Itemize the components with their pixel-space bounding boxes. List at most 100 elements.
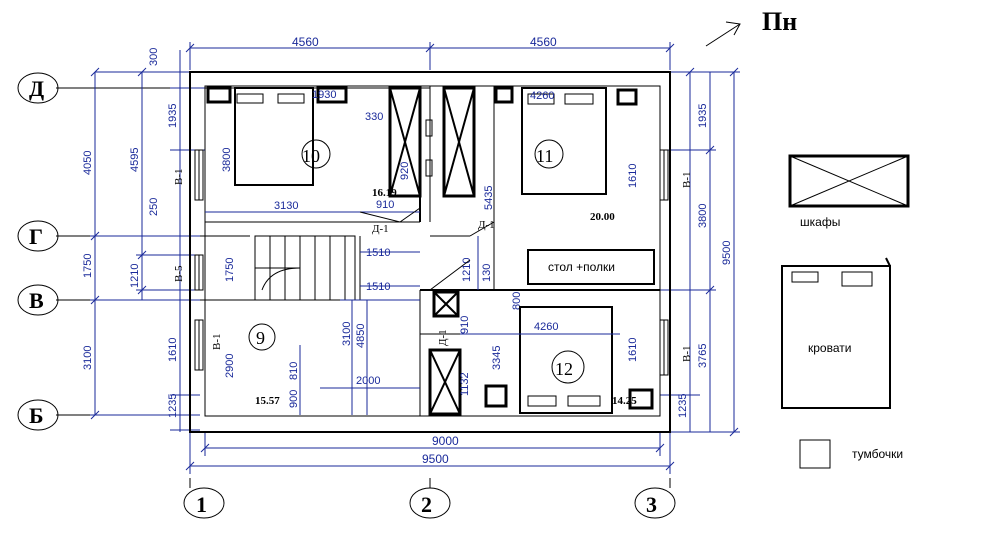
window-label-left-top: В-1	[173, 169, 185, 186]
window-label-left-bottom: В-1	[211, 334, 223, 351]
area-15-57: 15.57	[255, 395, 280, 407]
dim-top-left: 4560	[292, 35, 319, 49]
dim-910a: 910	[376, 199, 394, 211]
dim-2000: 2000	[356, 375, 380, 387]
room10-bed	[234, 87, 314, 186]
legend-wardrobe-icon	[788, 154, 910, 208]
north-label: Пн	[762, 7, 797, 36]
corridor-dim-lines	[429, 236, 479, 291]
window-right-top	[659, 149, 669, 201]
room10-wardrobe	[388, 86, 422, 198]
dim-left-300: 300	[148, 48, 160, 66]
dim-right-1235: 1235	[677, 394, 689, 418]
dim-left-1935: 1935	[167, 104, 179, 128]
area-16-19: 16.19	[372, 187, 397, 199]
dim-5435: 5435	[483, 186, 495, 210]
room9-marker-circle	[248, 323, 276, 351]
axis-bubble-2	[409, 478, 451, 519]
door-label-d1b: Д-1	[478, 219, 495, 231]
exterior-walls	[189, 71, 671, 433]
door-label-d1a: Д-1	[372, 223, 389, 235]
dim-right-9500: 9500	[721, 241, 733, 265]
axis-label-g: Г	[29, 224, 43, 249]
room12-marker-circle	[551, 350, 585, 384]
dim-3130: 3130	[274, 200, 298, 212]
legend-bed-icon	[781, 257, 891, 409]
axis-label-3: 3	[646, 492, 657, 517]
dim-1210: 1210	[461, 258, 473, 282]
top-dimensions	[95, 42, 675, 73]
desk-label: стол +полки	[548, 260, 615, 274]
room12-wardrobe	[428, 348, 462, 416]
dim-left-1750b: 1750	[224, 258, 236, 282]
legend-bed-label: кровати	[808, 341, 851, 355]
room11-nightstand-left	[494, 86, 514, 104]
dim-4260b: 4260	[534, 321, 558, 333]
legend-nightstand-icon	[799, 439, 831, 469]
door-d1b	[430, 221, 495, 237]
dim-4260a: 4260	[530, 90, 554, 102]
dim-910b: 910	[459, 316, 471, 334]
dim-room10-3800: 3800	[221, 148, 233, 172]
axis-label-v: В	[29, 288, 44, 313]
dim-overall-inner: 9000	[432, 434, 459, 448]
room9-number: 9	[256, 328, 265, 348]
room12-bed	[519, 306, 613, 414]
dim-right-3800: 3800	[697, 204, 709, 228]
right-dimensions	[660, 67, 740, 437]
door-d1a	[359, 207, 421, 223]
dim-1510-lines	[340, 251, 420, 301]
dim-left-250: 250	[148, 198, 160, 216]
room12-number: 12	[555, 359, 573, 379]
dim-900: 900	[288, 390, 300, 408]
axis-label-2: 2	[421, 492, 432, 517]
area-14-25: 14.25	[612, 395, 637, 407]
axis-label-b: Б	[29, 403, 44, 428]
dim-left-4050: 4050	[82, 151, 94, 175]
window-right-bottom	[659, 319, 669, 376]
bottom-dimensions	[185, 430, 675, 474]
dim-1510b: 1510	[366, 281, 390, 293]
window-left-top	[194, 149, 204, 201]
dim-left-1210: 1210	[129, 264, 141, 288]
room11-bed	[521, 87, 607, 195]
room10-nightstands	[206, 86, 348, 104]
axis-bubble-b	[17, 399, 59, 431]
dim-800: 800	[511, 292, 523, 310]
axis-bubble-g	[17, 220, 59, 252]
north-arrow-icon	[705, 21, 741, 47]
room11-nightstand-right	[616, 88, 638, 106]
axis-bubble-v	[17, 284, 59, 316]
dim-room10-330: 330	[365, 111, 383, 123]
room12-nightstand-right	[628, 388, 654, 410]
dim-1610b: 1610	[627, 338, 639, 362]
dim-3345: 3345	[491, 346, 503, 370]
window-label-right-bottom: В-1	[681, 346, 693, 363]
dim-130: 130	[481, 264, 493, 282]
axis-bubble-3	[634, 478, 676, 519]
desk-with-shelves	[527, 249, 655, 285]
dim-right-3765: 3765	[697, 344, 709, 368]
dim-1132: 1132	[459, 372, 471, 396]
staircase	[254, 235, 356, 301]
small-storage-box	[432, 290, 460, 318]
window-left-bottom	[194, 319, 204, 371]
left-dimensions	[90, 50, 205, 432]
room11-number: 11	[536, 146, 553, 166]
dim-overall-outer: 9500	[422, 452, 449, 466]
window-label-right-top: В-1	[681, 172, 693, 189]
dim-left-4595: 4595	[129, 148, 141, 172]
axis-bubble-1	[183, 478, 225, 519]
room10-number: 10	[302, 146, 320, 166]
legend-nightstand-label: тумбочки	[852, 447, 903, 461]
dim-4850: 4850	[355, 324, 367, 348]
dim-left-3100: 3100	[82, 346, 94, 370]
door-label-d1c: Д-1	[437, 329, 449, 346]
dim-room10-1930: 1930	[312, 89, 336, 101]
dim-room10-920: 920	[399, 162, 411, 180]
axis-bubble-d	[17, 72, 59, 104]
axis-label-1: 1	[196, 492, 207, 517]
area-20-00: 20.00	[590, 211, 615, 223]
legend-wardrobe-label: шкафы	[800, 215, 840, 229]
